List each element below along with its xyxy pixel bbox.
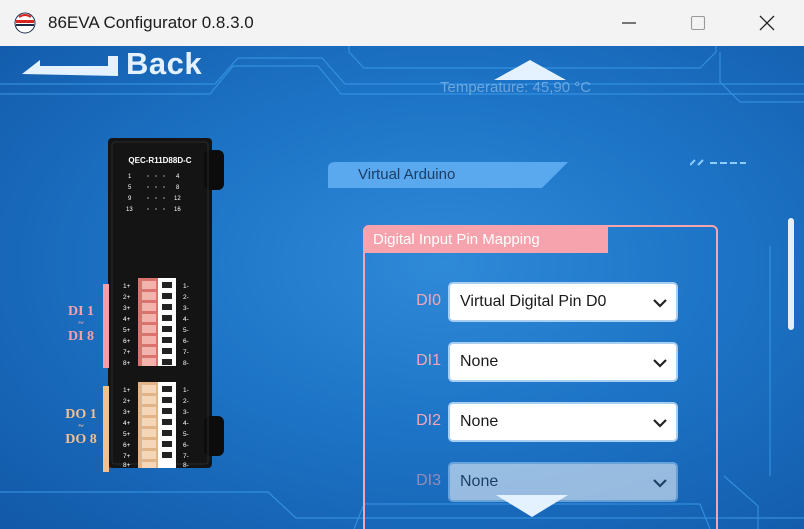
pin-select-di0[interactable]: Virtual Digital Pin D0: [448, 282, 678, 322]
di-terminal-label: 4+: [123, 316, 131, 323]
window-title: 86EVA Configurator 0.8.3.0: [48, 13, 254, 32]
pin-mapping-title: Digital Input Pin Mapping: [373, 231, 540, 248]
di-terminal-label: 6-: [183, 338, 189, 345]
minimize-icon: [622, 22, 636, 24]
pin-select-value: None: [460, 353, 499, 370]
do-terminal-label: 1+: [123, 387, 131, 394]
do-terminal-label: 8+: [123, 462, 131, 468]
device-model-label: QEC-R11D88D-C: [128, 156, 192, 165]
do-indicator-bar: [103, 386, 109, 472]
led-number: 13: [126, 207, 133, 213]
do-terminal-label: 2-: [183, 398, 189, 405]
close-button[interactable]: [732, 0, 802, 46]
back-label: Back: [126, 46, 203, 81]
pin-select-value: None: [460, 413, 499, 430]
temperature-readout: Temperature: 45,90 °C: [440, 79, 592, 96]
pin-label-di2: DI2: [416, 412, 441, 429]
di-terminal-label: 4-: [183, 316, 189, 323]
do-terminal-label: 7-: [183, 453, 189, 460]
di-terminal-label: 5-: [183, 327, 189, 334]
title-bar: 86EVA Configurator 0.8.3.0: [0, 0, 804, 46]
di-label-top: DI 1: [67, 304, 95, 319]
led-number: 12: [174, 196, 181, 202]
device-body: 1 4 5 8 9 12 13 16 1+ 2+ 3+ 4+ 5+ 6+ 7+ …: [108, 138, 224, 468]
pin-label-di3: DI3: [416, 472, 441, 489]
scroll-up-button[interactable]: [494, 60, 566, 80]
led-number: 4: [176, 174, 180, 180]
chevron-down-icon: [496, 495, 568, 517]
scrollbar-thumb[interactable]: [788, 218, 794, 330]
section-title: Virtual Arduino: [358, 166, 456, 183]
led-number: 8: [176, 185, 180, 191]
di-terminal-label: 8+: [123, 360, 131, 367]
pin-label-di1: DI1: [416, 352, 441, 369]
pin-select-value: Virtual Digital Pin D0: [460, 293, 607, 310]
pin-label-di0: DI0: [416, 292, 441, 309]
chevron-up-icon: [494, 60, 566, 80]
di-terminal-label: 8-: [183, 360, 189, 367]
app-logo-icon: [14, 12, 36, 34]
minimize-button[interactable]: [594, 0, 664, 46]
di-terminal-label: 3-: [183, 305, 189, 312]
do-terminal-label: 3+: [123, 409, 131, 416]
pin-select-value: None: [460, 473, 499, 490]
section-header-background: [328, 162, 568, 188]
pin-select-di2[interactable]: None: [448, 402, 678, 442]
do-terminal-label: 4+: [123, 420, 131, 427]
di-label-bottom: DI 8: [67, 329, 95, 344]
di-range-label: DI 1 ~ DI 8: [61, 304, 101, 344]
back-arrow-icon: [22, 56, 118, 76]
pin-select-di3[interactable]: None: [448, 462, 678, 502]
do-terminal-label: 6-: [183, 442, 189, 449]
led-number: 5: [128, 185, 132, 191]
pin-select-di1[interactable]: None: [448, 342, 678, 382]
di-terminal-label: 2+: [123, 294, 131, 301]
di-terminal-label: 7+: [123, 349, 131, 356]
do-terminal-label: 1-: [183, 387, 189, 394]
di-terminal-label: 6+: [123, 338, 131, 345]
led-number: 1: [128, 174, 132, 180]
di-terminal-label: 3+: [123, 305, 131, 312]
chevron-down-icon: [653, 479, 667, 488]
pin-mapping-title-background: [363, 225, 608, 253]
di-indicator-bar: [103, 284, 109, 368]
close-icon: [759, 15, 775, 31]
do-label-tilde: ~: [78, 421, 84, 432]
do-terminal-label: 6+: [123, 442, 131, 449]
di-terminal-label: 5+: [123, 327, 131, 334]
di-terminal-label: 1+: [123, 283, 131, 290]
maximize-button[interactable]: [663, 0, 733, 46]
do-label-bottom: DO 8: [65, 432, 97, 447]
main-content: Back Temperature: 45,90 °C: [0, 46, 804, 529]
do-terminal-label: 5-: [183, 431, 189, 438]
led-number: 9: [128, 196, 132, 202]
do-label-top: DO 1: [65, 407, 97, 422]
do-range-label: DO 1 ~ DO 8: [61, 407, 101, 447]
di-terminal-label: 7-: [183, 349, 189, 356]
do-terminal-label: 8-: [183, 462, 189, 468]
chevron-down-icon: [653, 299, 667, 308]
chevron-down-icon: [653, 359, 667, 368]
do-terminal-label: 7+: [123, 453, 131, 460]
do-terminal-label: 5+: [123, 431, 131, 438]
di-terminal-label: 1-: [183, 283, 189, 290]
scroll-down-button[interactable]: [496, 495, 568, 517]
do-terminal-label: 2+: [123, 398, 131, 405]
header-dash-decoration: [690, 159, 746, 166]
di-terminal-label: 2-: [183, 294, 189, 301]
do-terminal-label: 3-: [183, 409, 189, 416]
do-terminal-label: 4-: [183, 420, 189, 427]
maximize-icon: [690, 15, 706, 31]
chevron-down-icon: [653, 419, 667, 428]
led-number: 16: [174, 207, 181, 213]
di-label-tilde: ~: [78, 318, 84, 329]
